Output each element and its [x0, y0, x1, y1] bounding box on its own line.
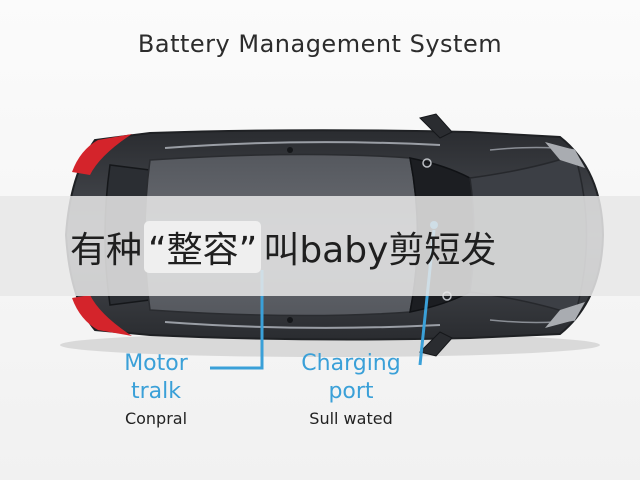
caption-prefix: 有种: [70, 230, 143, 271]
caption-suffix: 叫baby剪短发: [263, 230, 497, 271]
sensor-dot-top: [422, 158, 432, 168]
motor-leader-line: [210, 270, 264, 370]
headlight-bottom: [545, 302, 585, 328]
tail-light-top: [72, 134, 132, 175]
charging-label-line1: Charging: [301, 351, 401, 376]
charging-label-sub: Sull wated: [309, 409, 393, 428]
motor-label-line2: tralk: [130, 379, 181, 404]
side-mirror-bottom: [419, 331, 453, 357]
motor-label-line1: Motor: [124, 351, 188, 376]
motor-label-sub: Conpral: [124, 409, 188, 428]
side-mirror-top: [419, 113, 453, 139]
diagram-title: Battery Management System: [137, 30, 503, 58]
tail-light-bottom: [72, 295, 132, 336]
body-highlight-top: [164, 141, 441, 149]
roof-marker-top: [287, 147, 293, 153]
motor-label: Motor tralk Conpral: [104, 350, 208, 430]
charging-label-line2: port: [328, 379, 374, 404]
roof-marker-bottom: [287, 317, 293, 323]
caption-text: 有种 “整容” 叫baby剪短发: [70, 221, 497, 273]
caption-highlight: “整容”: [144, 221, 262, 273]
charging-label: Charging port Sull wated: [276, 350, 426, 430]
headlight-top: [545, 142, 585, 168]
caption-banner: [0, 196, 640, 296]
body-highlight-bottom: [164, 321, 441, 329]
